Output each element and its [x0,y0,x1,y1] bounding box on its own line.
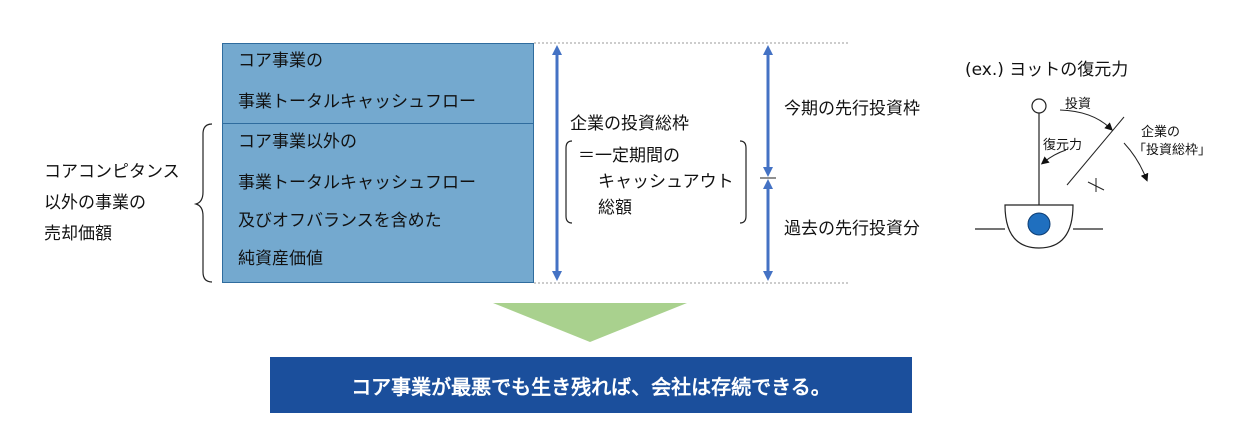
yacht-keel-icon [1027,212,1051,236]
box-bottom-line-1: コア事業以外の [238,132,357,152]
conclusion-text: コア事業が最悪でも生き残れば、会社は存続できる。 [351,374,831,399]
example-title: (ex.) ヨットの復元力 [965,60,1129,80]
yacht-tilt-line [1066,116,1125,186]
box-bottom-line-3: 及びオフバランスを含めた [238,211,442,231]
down-triangle [493,303,687,342]
def-bracket-right [739,140,747,224]
yacht-mast-top-icon [1031,98,1047,114]
yacht-corp-label-2: 「投資総枠」 [1133,143,1212,158]
box-bottom-line-2: 事業トータルキャッシュフロー [238,173,476,193]
sale-line-3: 売却価額 [44,224,112,244]
core-business-box [222,43,534,283]
yacht-investment-label: 投資 [1065,97,1092,112]
current-investment-label: 今期の先行投資枠 [784,99,920,119]
yacht-corp-label-1: 企業の [1141,125,1181,140]
investment-def-line-2: キャッシュアウト [598,172,734,192]
box-bottom-line-4: 純資産価値 [238,249,323,269]
sale-line-1: コアコンピタンス [44,162,180,182]
sale-line-2: 以外の事業の [44,193,146,213]
yacht-restoring-arrow [1040,149,1067,165]
conclusion-banner: コア事業が最悪でも生き残れば、会社は存続できる。 [270,357,912,413]
box-top-line-1: コア事業の [238,51,323,71]
yacht-corp-arrow [1123,142,1149,182]
past-investment-label: 過去の先行投資分 [784,219,920,239]
box-top-line-2: 事業トータルキャッシュフロー [238,92,476,112]
investment-def-line-3: 総額 [598,198,632,218]
investment-def-line-1: ＝一定期間の [578,146,680,166]
yacht-investment-arrow [1059,109,1113,131]
box-divider [222,123,534,124]
left-brace [193,123,213,283]
yacht-restoring-force-label: 復元力 [1043,138,1083,153]
def-bracket-left [565,140,573,224]
investment-title: 企業の投資総枠 [570,114,689,134]
